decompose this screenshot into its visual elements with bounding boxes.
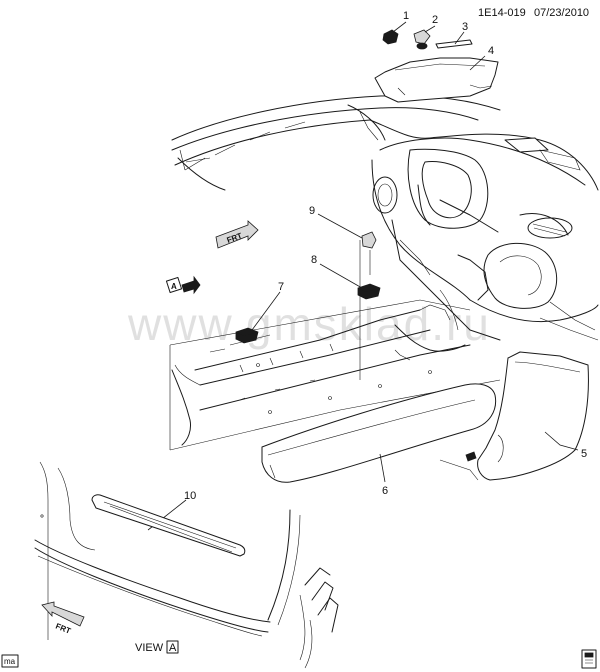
document-icon xyxy=(581,649,597,669)
corner-tag: ma xyxy=(4,657,16,666)
diagram-date: 07/23/2010 xyxy=(534,7,589,19)
front-arrow-icon: FRT xyxy=(215,220,259,249)
svg-text:FRT: FRT xyxy=(54,622,72,636)
watermark: www.gmsklad.ru xyxy=(127,298,491,350)
callout-4: 4 xyxy=(488,45,494,57)
callout-9: 9 xyxy=(309,205,315,217)
clip-7 xyxy=(235,327,259,344)
callout-5: 5 xyxy=(581,448,587,460)
callout-1: 1 xyxy=(403,10,409,22)
callout-6: 6 xyxy=(382,485,388,497)
view-a-arrow-icon: A xyxy=(165,275,201,295)
clip-1 xyxy=(382,29,399,45)
fastener-2 xyxy=(413,29,431,50)
diagram-code: 1E14-019 xyxy=(478,7,526,19)
body-frame-lines xyxy=(177,104,386,191)
callout-7: 7 xyxy=(278,281,284,293)
callout-8: 8 xyxy=(311,254,317,266)
callout-3: 3 xyxy=(462,21,468,33)
clip-8 xyxy=(357,283,381,300)
kick-panel xyxy=(465,351,589,481)
sill-trim-panel xyxy=(261,383,497,483)
callout-10: 10 xyxy=(184,490,196,502)
upper-trim-panel xyxy=(374,57,499,103)
view-caption-letter: A xyxy=(169,642,177,654)
strip-3 xyxy=(435,39,473,49)
callout-2: 2 xyxy=(432,14,438,26)
view-a-inset xyxy=(34,461,339,669)
view-caption-prefix: VIEW xyxy=(135,642,164,654)
floor-panel-lines xyxy=(169,240,501,481)
clip-9 xyxy=(361,231,377,249)
svg-text:A: A xyxy=(171,282,177,291)
